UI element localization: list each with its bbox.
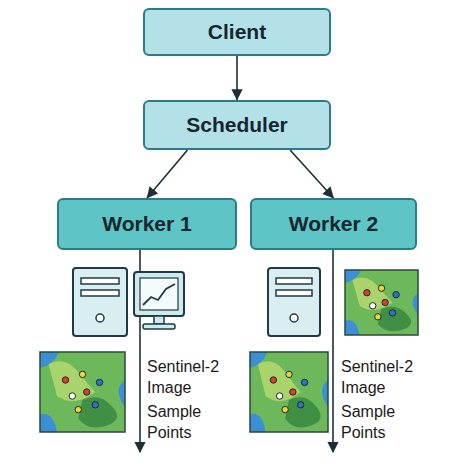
data-flow-line bbox=[332, 250, 334, 452]
computer-tower bbox=[73, 268, 127, 336]
flow-arrow bbox=[236, 56, 238, 100]
data-label: Sentinel-2 Image bbox=[341, 356, 433, 398]
satellite-map bbox=[345, 270, 418, 335]
client-box: Client bbox=[143, 8, 331, 56]
node-label: Client bbox=[208, 20, 266, 44]
data-label: Sample Points bbox=[147, 401, 239, 443]
computer-tower bbox=[268, 268, 320, 336]
scheduler-box: Scheduler bbox=[143, 100, 331, 150]
worker-box: Worker 2 bbox=[250, 198, 417, 250]
data-label: Sample Points bbox=[341, 401, 433, 443]
node-label: Worker 2 bbox=[289, 212, 379, 236]
worker-box: Worker 1 bbox=[57, 198, 237, 250]
satellite-map bbox=[40, 352, 125, 432]
data-label: Sentinel-2 Image bbox=[147, 356, 239, 398]
node-label: Worker 1 bbox=[102, 212, 192, 236]
flow-arrow bbox=[147, 150, 188, 198]
node-label: Scheduler bbox=[186, 113, 288, 137]
flow-arrow bbox=[290, 150, 333, 198]
monitor-chart bbox=[134, 272, 184, 329]
satellite-map bbox=[250, 352, 328, 432]
